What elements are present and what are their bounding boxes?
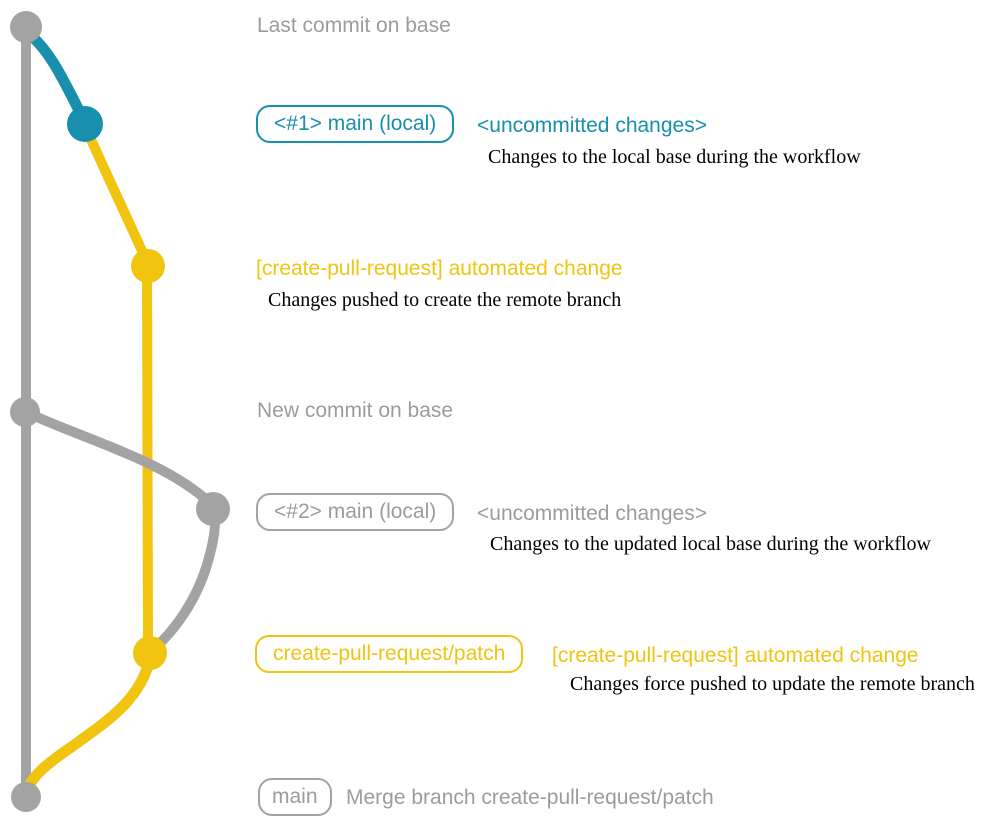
commit-message-merge: Merge branch create-pull-request/patch: [346, 786, 714, 809]
annotation-new-commit-on-base: New commit on base: [257, 399, 454, 422]
branch-label-patch: create-pull-request/patch: [255, 635, 524, 673]
description-step4: Changes force pushed to update the remot…: [570, 673, 975, 695]
status-uncommitted-changes-1: <uncommitted changes>: [477, 114, 707, 137]
branch-line-patch-upper: [81, 123, 153, 655]
commit-message-automated-change-2: [create-pull-request] automated change: [552, 644, 919, 667]
branch-label-main-local-2: <#2> main (local): [256, 493, 455, 531]
commit-dot-base-new: [10, 397, 40, 427]
branch-line-main-local-2: [21, 407, 221, 655]
commit-dot-base-merge: [11, 782, 41, 812]
commit-dot-patch-1: [131, 249, 165, 283]
commit-dot-base-tip: [10, 11, 42, 43]
description-step3: Changes to the updated local base during…: [490, 533, 931, 555]
commit-message-automated-change-1: [create-pull-request] automated change: [256, 257, 623, 280]
branch-label-main-local-1: <#1> main (local): [256, 105, 455, 143]
commit-dot-main-local-1: [67, 106, 103, 142]
branch-label-patch-text: create-pull-request/patch: [273, 642, 506, 665]
branch-label-main-local-1-text: <#1> main (local): [274, 112, 437, 135]
git-graph: [10, 11, 230, 812]
description-step2: Changes pushed to create the remote bran…: [268, 289, 622, 311]
status-uncommitted-changes-2: <uncommitted changes>: [477, 502, 707, 525]
branch-label-main-local-2-text: <#2> main (local): [274, 500, 437, 523]
commit-dot-main-local-2: [196, 492, 230, 526]
branch-label-main: main: [258, 778, 332, 816]
branch-line-patch-lower: [21, 652, 156, 796]
annotation-last-commit-on-base: Last commit on base: [257, 14, 451, 37]
description-step1: Changes to the local base during the wor…: [488, 146, 861, 168]
branch-label-main-text: main: [272, 785, 318, 808]
commit-dot-patch-2: [133, 636, 167, 670]
